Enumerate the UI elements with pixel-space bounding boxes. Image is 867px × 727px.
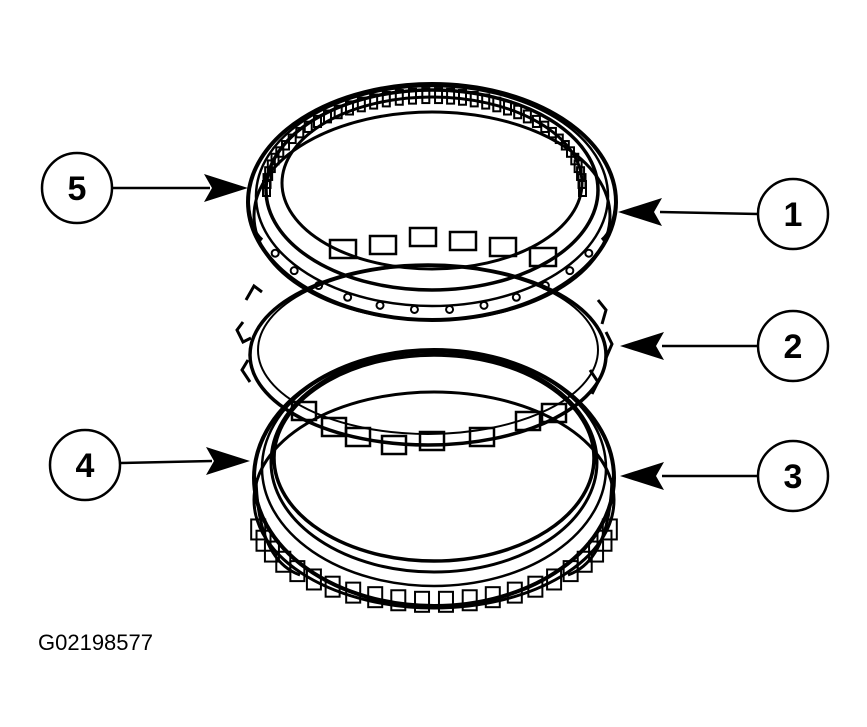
- shift-block: [328, 238, 358, 260]
- band-hole: [270, 248, 280, 258]
- clip-block: [540, 402, 568, 424]
- clip-block: [290, 400, 318, 422]
- sleeve-notch: [601, 518, 618, 541]
- ring-tooth: [547, 126, 557, 139]
- sleeve-notch: [345, 581, 362, 604]
- ring-tooth: [407, 87, 417, 105]
- callout-2-label: 2: [784, 328, 803, 366]
- clip-block: [468, 426, 496, 448]
- callout-3-arrow: [620, 462, 664, 490]
- sleeve-notch: [546, 568, 563, 591]
- inner-teeth: [262, 87, 587, 197]
- sleeve-notch: [250, 518, 267, 541]
- sleeve-notch: [305, 568, 322, 591]
- callout-4-arrow: [206, 447, 250, 475]
- sleeve-notch: [484, 586, 501, 609]
- ring-tooth: [458, 89, 468, 106]
- callout-2-arrow: [620, 332, 664, 360]
- ring-tooth: [281, 140, 291, 151]
- band-hole: [375, 300, 385, 310]
- ring-tooth: [262, 173, 272, 189]
- sleeve-notch: [562, 560, 579, 583]
- callout-4-label: 4: [76, 447, 95, 485]
- ring-tooth: [275, 146, 285, 158]
- ring-tooth: [481, 93, 491, 110]
- clip-block: [418, 430, 446, 452]
- callout-3: 3: [620, 439, 830, 513]
- ring-tooth: [270, 152, 280, 166]
- sleeve-notch: [461, 589, 478, 612]
- ring-blocks: [328, 226, 558, 268]
- ring-tooth: [313, 114, 323, 128]
- ring-tooth: [531, 114, 541, 128]
- sleeve-notch: [414, 590, 431, 613]
- ring-tooth: [540, 120, 550, 133]
- band-holes: [270, 248, 594, 314]
- callout-1-label: 1: [784, 196, 803, 234]
- shift-block: [448, 230, 478, 252]
- ring-tooth: [554, 133, 564, 145]
- shift-block: [368, 234, 398, 256]
- ring-tooth: [434, 87, 444, 105]
- ring-tooth: [446, 87, 456, 105]
- band-hole: [445, 304, 455, 314]
- band-hole: [289, 266, 299, 276]
- band-hole: [479, 300, 489, 310]
- ring-tooth: [323, 109, 333, 124]
- sleeve-notch: [390, 589, 407, 612]
- band-hole: [314, 281, 324, 291]
- clip-blocks: [290, 400, 568, 456]
- ring-tooth: [356, 96, 366, 113]
- band-hole: [565, 266, 575, 276]
- ring-tooth: [513, 104, 523, 120]
- ring-tooth: [303, 120, 313, 133]
- band-hole: [584, 248, 594, 258]
- top-ring-assembly: [246, 82, 618, 322]
- ring-tooth: [503, 100, 512, 116]
- callout-5-label: 5: [68, 170, 87, 208]
- callout-3-label: 3: [784, 458, 803, 496]
- sleeve-teeth: [250, 518, 618, 613]
- sleeve-notch: [255, 529, 272, 552]
- callout-1: 1: [618, 177, 830, 251]
- clip-ring: [235, 263, 614, 456]
- ring-tooth: [345, 100, 354, 116]
- ring-tooth: [287, 133, 297, 145]
- clip-block: [380, 434, 408, 456]
- callout-1-arrow: [618, 198, 662, 226]
- band-hole: [343, 292, 353, 302]
- sleeve-notch: [527, 575, 544, 598]
- shift-block: [528, 246, 558, 268]
- clip-block: [514, 410, 542, 432]
- shift-block: [488, 236, 518, 258]
- callout-5: 5: [40, 151, 248, 225]
- clip-block: [344, 426, 372, 448]
- bottom-ring-assembly: [250, 348, 618, 613]
- band-hole: [511, 292, 521, 302]
- sleeve-notch: [437, 590, 454, 613]
- reference-code: G02198577: [38, 630, 153, 655]
- ring-tooth: [578, 180, 587, 197]
- shift-block: [408, 226, 438, 248]
- band-hole: [409, 304, 419, 314]
- sleeve-notch: [367, 586, 384, 609]
- ring-tooth: [394, 89, 404, 106]
- ring-tooth: [381, 90, 391, 108]
- ring-tooth: [421, 87, 431, 105]
- callout-2: 2: [620, 309, 830, 383]
- ring-tooth: [369, 93, 379, 110]
- callout-5-arrow: [204, 174, 248, 202]
- ring-tooth: [560, 140, 570, 151]
- callout-4: 4: [48, 428, 250, 502]
- ring-tooth: [492, 96, 502, 113]
- band-hole: [540, 281, 550, 291]
- ring-tooth: [469, 90, 479, 108]
- ring-tooth: [522, 109, 532, 124]
- sleeve-notch: [506, 581, 523, 604]
- ring-tooth: [333, 104, 343, 120]
- sleeve-notch: [324, 575, 341, 598]
- ring-tooth: [295, 126, 305, 139]
